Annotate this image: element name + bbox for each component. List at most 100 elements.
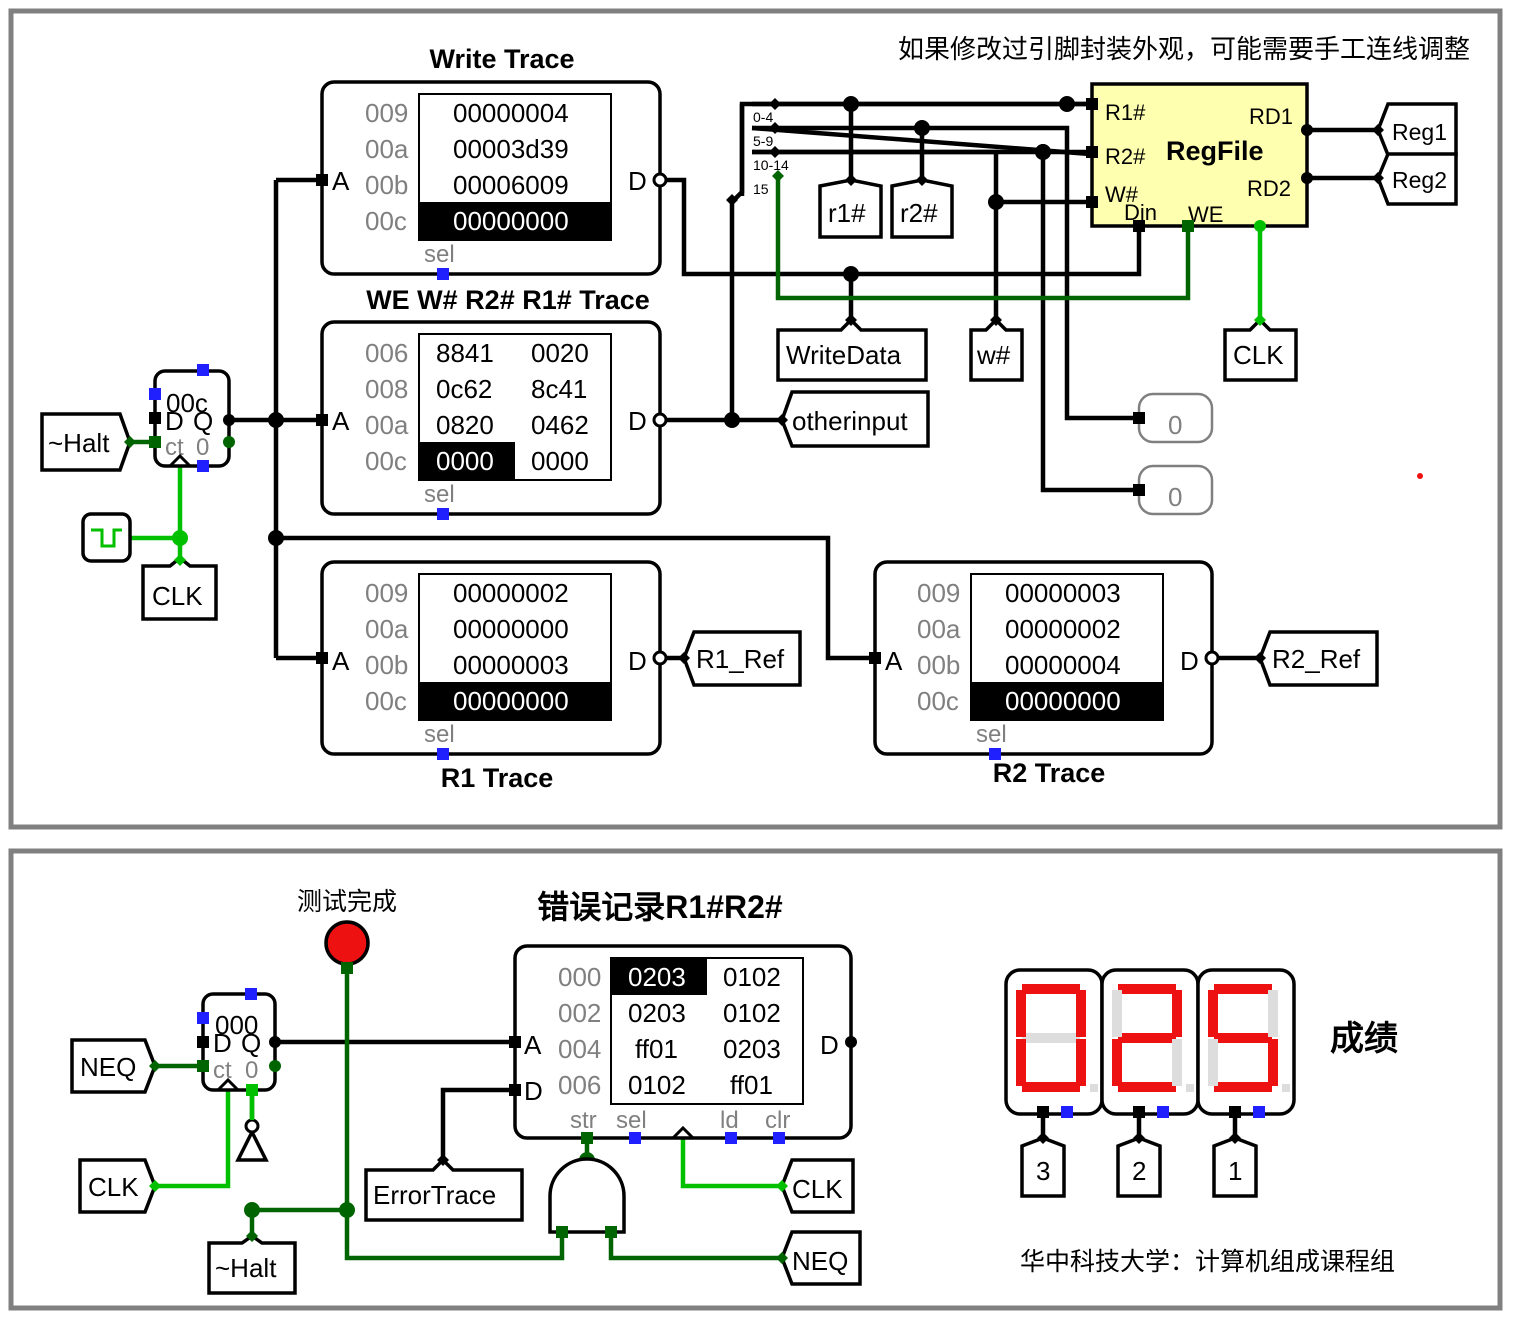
r2-trace-title: R2 Trace xyxy=(993,758,1106,788)
tunnel-neq-left: NEQ xyxy=(80,1052,136,1082)
el-port-d-in: D xyxy=(524,1076,543,1106)
counter-top: 00c D Q ct 0 xyxy=(149,364,235,472)
clock-source xyxy=(81,512,132,563)
we-c1-0: 8841 xyxy=(436,338,494,368)
tunnel-w: w# xyxy=(976,340,1011,370)
tunnel-halt-top: ~Halt xyxy=(48,428,110,458)
r1-addr-1: 00a xyxy=(365,614,409,644)
tunnel-clk-top: CLK xyxy=(152,581,203,611)
segment-b xyxy=(1076,990,1086,1037)
r2-sel: sel xyxy=(976,721,1007,748)
counter-bottom-ct: ct xyxy=(213,1057,232,1084)
r2-addr-3: 00c xyxy=(917,686,959,716)
tunnel-reg1: Reg1 xyxy=(1392,119,1447,145)
segment-dp xyxy=(1186,1084,1194,1092)
wt-addr-0: 009 xyxy=(365,98,408,128)
r2-val-3: 00000000 xyxy=(1005,686,1121,716)
tunnel-r2: r2# xyxy=(900,198,938,228)
segment-dp xyxy=(1282,1084,1290,1092)
regfile-r2: R2# xyxy=(1105,144,1146,169)
segment-g xyxy=(1022,1033,1080,1043)
we-addr-3: 00c xyxy=(365,446,407,476)
we-c2-2: 0462 xyxy=(531,410,589,440)
el-c2-2: 0203 xyxy=(723,1034,781,1064)
we-addr-2: 00a xyxy=(365,410,409,440)
wt-sel: sel xyxy=(424,241,455,268)
r1-trace-title: R1 Trace xyxy=(441,763,554,793)
r2-trace: 009 00a 00b 00c 00000003 00000002 000000… xyxy=(869,560,1220,788)
we-sel: sel xyxy=(424,481,455,508)
el-c2-1: 0102 xyxy=(723,998,781,1028)
wt-port-d: D xyxy=(628,166,647,196)
r1-val-1: 00000000 xyxy=(453,614,569,644)
we-c1-2: 0820 xyxy=(436,410,494,440)
we-c1-3: 0000 xyxy=(436,446,494,476)
bottom-frame xyxy=(8,848,1503,1311)
regfile-title: RegFile xyxy=(1166,136,1264,166)
we-port-a: A xyxy=(332,406,350,436)
regfile-r1: R1# xyxy=(1105,100,1146,125)
segment-e xyxy=(1208,1039,1218,1086)
we-trace: WE W# R2# R1# Trace 006 008 00a 00c 8841… xyxy=(316,285,668,520)
junctions-top xyxy=(268,96,1075,546)
tunnel-halt-bottom: ~Halt xyxy=(215,1253,277,1283)
counter-bottom-zero: 0 xyxy=(245,1057,258,1084)
counter-bottom-d: D xyxy=(213,1028,232,1058)
tunnels-bottom: NEQ CLK ~Halt ErrorTrace CLK NEQ 3 2 1 xyxy=(70,1038,1258,1295)
wt-addr-2: 00b xyxy=(365,170,408,200)
splitter: 0-4 5-9 10-14 15 xyxy=(726,98,789,206)
we-c2-1: 8c41 xyxy=(531,374,587,404)
r2-addr-0: 009 xyxy=(917,578,960,608)
counter-top-zero: 0 xyxy=(196,434,209,461)
el-c1-0: 0203 xyxy=(628,962,686,992)
tunnel-clk-left: CLK xyxy=(88,1172,139,1202)
top-frame xyxy=(8,8,1503,830)
we-addr-1: 008 xyxy=(365,374,408,404)
we-trace-title: WE W# R2# R1# Trace xyxy=(366,285,650,315)
wt-val-3: 00000000 xyxy=(453,206,569,236)
wt-addr-3: 00c xyxy=(365,206,407,236)
and-gate xyxy=(548,1157,626,1238)
regfile: RegFile R1# R2# W# Din WE RD1 RD2 xyxy=(1086,82,1313,232)
regfile-w: W# xyxy=(1105,182,1139,207)
r1-addr-2: 00b xyxy=(365,650,408,680)
tunnels-top: ~Halt CLK r1# r2# WriteData w# CLK other… xyxy=(40,102,1458,687)
digit-0-segments xyxy=(1016,984,1098,1092)
segment-e xyxy=(1112,1039,1122,1086)
counter-bottom-value: 000 xyxy=(215,1010,258,1040)
splitter-1: 5-9 xyxy=(753,133,773,149)
r1-addr-3: 00c xyxy=(365,686,407,716)
r1-port-a: A xyxy=(332,646,350,676)
tunnel-digit2: 2 xyxy=(1132,1156,1146,1186)
probe-1: 0 xyxy=(1168,482,1182,512)
tunnel-r1-ref: R1_Ref xyxy=(696,644,785,674)
wt-addr-1: 00a xyxy=(365,134,409,164)
segment-a xyxy=(1214,984,1272,994)
we-c1-1: 0c62 xyxy=(436,374,492,404)
we-addr-0: 006 xyxy=(365,338,408,368)
counter-bottom: 000 D Q ct 0 xyxy=(197,988,281,1096)
el-addr-3: 006 xyxy=(558,1070,601,1100)
r1-sel: sel xyxy=(424,721,455,748)
tunnel-digit1: 1 xyxy=(1228,1156,1242,1186)
counter-bottom-q: Q xyxy=(241,1028,261,1058)
regfile-rd1: RD1 xyxy=(1249,104,1293,129)
segment-f xyxy=(1208,990,1218,1037)
tunnel-error-trace: ErrorTrace xyxy=(373,1180,496,1210)
segment-c xyxy=(1268,1039,1278,1086)
tunnel-write-data: WriteData xyxy=(786,340,902,370)
segment-b xyxy=(1268,990,1278,1037)
r2-port-d: D xyxy=(1180,646,1199,676)
el-c2-3: ff01 xyxy=(730,1070,773,1100)
segment-g xyxy=(1118,1033,1176,1043)
tunnel-r2-ref: R2_Ref xyxy=(1272,644,1361,674)
r2-addr-2: 00b xyxy=(917,650,960,680)
write-trace: Write Trace 009 00a 00b 00c 00000004 000… xyxy=(316,44,668,280)
write-trace-title: Write Trace xyxy=(429,44,574,74)
r1-port-d: D xyxy=(628,646,647,676)
el-addr-2: 004 xyxy=(558,1034,601,1064)
probe-0: 0 xyxy=(1168,410,1182,440)
r1-addr-0: 009 xyxy=(365,578,408,608)
credit: 华中科技大学：计算机组成课程组 xyxy=(1020,1247,1395,1276)
